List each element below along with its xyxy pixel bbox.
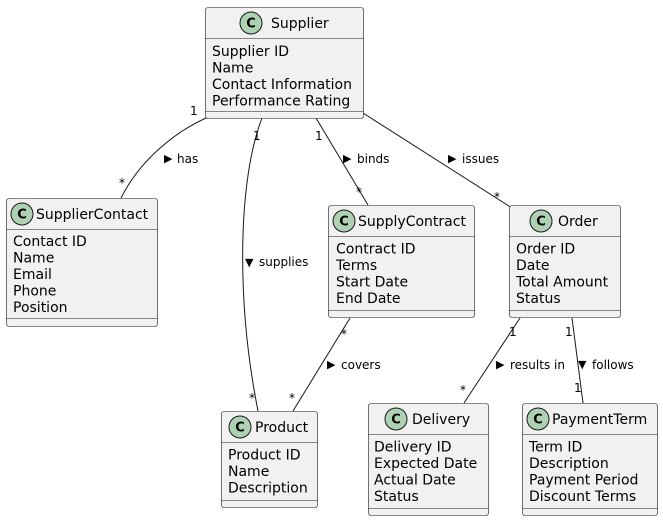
- class-icon: [526, 407, 550, 431]
- attribute: Order ID: [516, 242, 575, 258]
- attribute: Terms: [335, 258, 377, 274]
- attribute: Actual Date: [374, 473, 456, 489]
- class-name: Order: [558, 214, 598, 230]
- attribute: Name: [212, 61, 253, 77]
- class-icon-letter: C: [536, 215, 546, 230]
- class-icon: [10, 202, 34, 226]
- issues-to-multiplicity: *: [494, 190, 500, 204]
- results-in-from-multiplicity: 1: [509, 325, 517, 339]
- attribute: Description: [228, 481, 308, 497]
- class-icon: [332, 209, 356, 233]
- class-name: SupplyContract: [358, 214, 466, 230]
- class-supply-contract[interactable]: C SupplyContract Contract ID Terms Start…: [328, 205, 475, 318]
- covers-to-multiplicity: *: [289, 391, 295, 405]
- class-product[interactable]: C Product Product ID Name Description: [221, 411, 318, 508]
- edge-follows: [571, 317, 584, 404]
- class-payment-term[interactable]: C PaymentTerm Term ID Description Paymen…: [522, 403, 658, 516]
- class-name: Supplier: [271, 16, 329, 32]
- follows-to-multiplicity: 1: [574, 381, 582, 395]
- class-order[interactable]: C Order Order ID Date Total Amount Statu…: [509, 205, 621, 318]
- attribute: Name: [228, 464, 269, 480]
- results-in-label: results in: [510, 358, 565, 372]
- class-supplier-contact[interactable]: C SupplierContact Contact ID Name Email …: [6, 198, 158, 327]
- follows-direction-arrow: ▼: [578, 358, 587, 371]
- covers-label: covers: [341, 358, 381, 372]
- edge-results-in: [463, 317, 521, 404]
- attribute: Supplier ID: [212, 44, 289, 60]
- issues-label: issues: [462, 152, 499, 166]
- attribute: Status: [516, 291, 561, 307]
- has-to-multiplicity: *: [119, 176, 125, 190]
- class-supplier[interactable]: C Supplier Supplier ID Name Contact Info…: [205, 7, 364, 119]
- attribute: Performance Rating: [212, 94, 350, 110]
- class-icon-letter: C: [533, 413, 543, 428]
- has-label: has: [177, 152, 198, 166]
- attribute: Position: [13, 300, 68, 316]
- results-in-to-multiplicity: *: [460, 383, 466, 397]
- edge-issues: [362, 112, 513, 209]
- binds-to-multiplicity: *: [356, 185, 362, 199]
- attribute: Expected Date: [374, 456, 477, 472]
- attribute: Discount Terms: [529, 489, 636, 505]
- class-icon: [239, 11, 263, 35]
- attribute: Email: [13, 267, 52, 283]
- class-icon: [529, 209, 553, 233]
- attribute: Contract ID: [336, 242, 416, 258]
- class-icon: [384, 407, 408, 431]
- class-icon-letter: C: [246, 17, 256, 32]
- binds-direction-arrow: ▶: [343, 152, 352, 165]
- class-icon: [228, 415, 252, 439]
- has-from-multiplicity: 1: [190, 104, 198, 118]
- attribute: Total Amount: [515, 275, 609, 291]
- class-icon-letter: C: [339, 215, 349, 230]
- attribute: Delivery ID: [374, 440, 451, 456]
- results-in-direction-arrow: ▶: [496, 358, 505, 371]
- has-direction-arrow: ▶: [164, 152, 173, 165]
- attribute: Product ID: [228, 448, 301, 464]
- class-name: SupplierContact: [36, 207, 149, 223]
- supplies-direction-arrow: ▼: [245, 256, 254, 269]
- attribute: Status: [374, 489, 419, 505]
- attribute: Contact Information: [212, 77, 352, 93]
- attribute: Name: [13, 251, 54, 267]
- attribute: Start Date: [336, 275, 408, 291]
- attribute: Payment Period: [529, 473, 638, 489]
- class-icon-letter: C: [235, 421, 245, 436]
- attribute: Description: [529, 456, 609, 472]
- covers-from-multiplicity: *: [341, 327, 347, 341]
- follows-label: follows: [592, 358, 634, 372]
- covers-direction-arrow: ▶: [327, 358, 336, 371]
- edge-binds: [315, 117, 369, 206]
- attribute: Contact ID: [13, 234, 87, 250]
- supplies-from-multiplicity: 1: [253, 129, 261, 143]
- edge-supplies: [242, 117, 263, 412]
- attribute: End Date: [336, 291, 401, 307]
- class-name: Product: [255, 420, 309, 436]
- follows-from-multiplicity: 1: [565, 325, 573, 339]
- class-name: PaymentTerm: [552, 412, 647, 428]
- class-name: Delivery: [412, 412, 470, 428]
- class-icon-letter: C: [17, 208, 27, 223]
- edge-has: [120, 117, 207, 199]
- binds-label: binds: [357, 152, 389, 166]
- binds-from-multiplicity: 1: [315, 129, 323, 143]
- class-icon-letter: C: [391, 413, 401, 428]
- supplies-to-multiplicity: *: [249, 391, 255, 405]
- class-delivery[interactable]: C Delivery Delivery ID Expected Date Act…: [368, 403, 489, 516]
- attribute: Date: [516, 258, 549, 274]
- attribute: Phone: [13, 284, 56, 300]
- supplies-label: supplies: [259, 255, 308, 269]
- issues-direction-arrow: ▶: [448, 152, 457, 165]
- attribute: Term ID: [528, 440, 582, 456]
- edge-covers: [292, 317, 351, 412]
